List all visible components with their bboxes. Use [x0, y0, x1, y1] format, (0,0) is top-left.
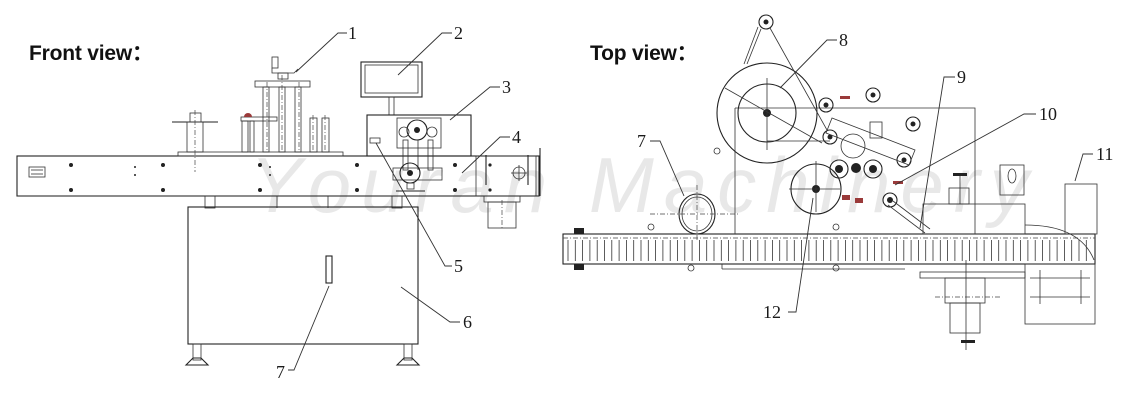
top-view-drawing: [562, 14, 1098, 350]
callout-front-4: 4: [512, 127, 521, 147]
front-view-drawing: [16, 56, 541, 366]
top-view-title: Top view：: [590, 42, 698, 65]
callout-front-5: 5: [454, 256, 463, 276]
callout-top-10: 10: [1039, 104, 1057, 124]
callout-top-9: 9: [957, 67, 966, 87]
callout-top-11: 11: [1096, 144, 1114, 164]
callout-front-3: 3: [502, 77, 511, 97]
front-view-leaders: [288, 32, 510, 371]
callout-top-7: 7: [637, 131, 646, 151]
front-view-title: Front view：: [29, 42, 153, 65]
callout-front-1: 1: [348, 23, 357, 43]
callout-top-8: 8: [839, 30, 848, 50]
top-view-leaders: [650, 39, 1093, 313]
callout-front-7: 7: [276, 362, 285, 382]
callout-front-6: 6: [463, 312, 472, 332]
callout-top-12: 12: [763, 302, 781, 322]
callout-front-2: 2: [454, 23, 463, 43]
